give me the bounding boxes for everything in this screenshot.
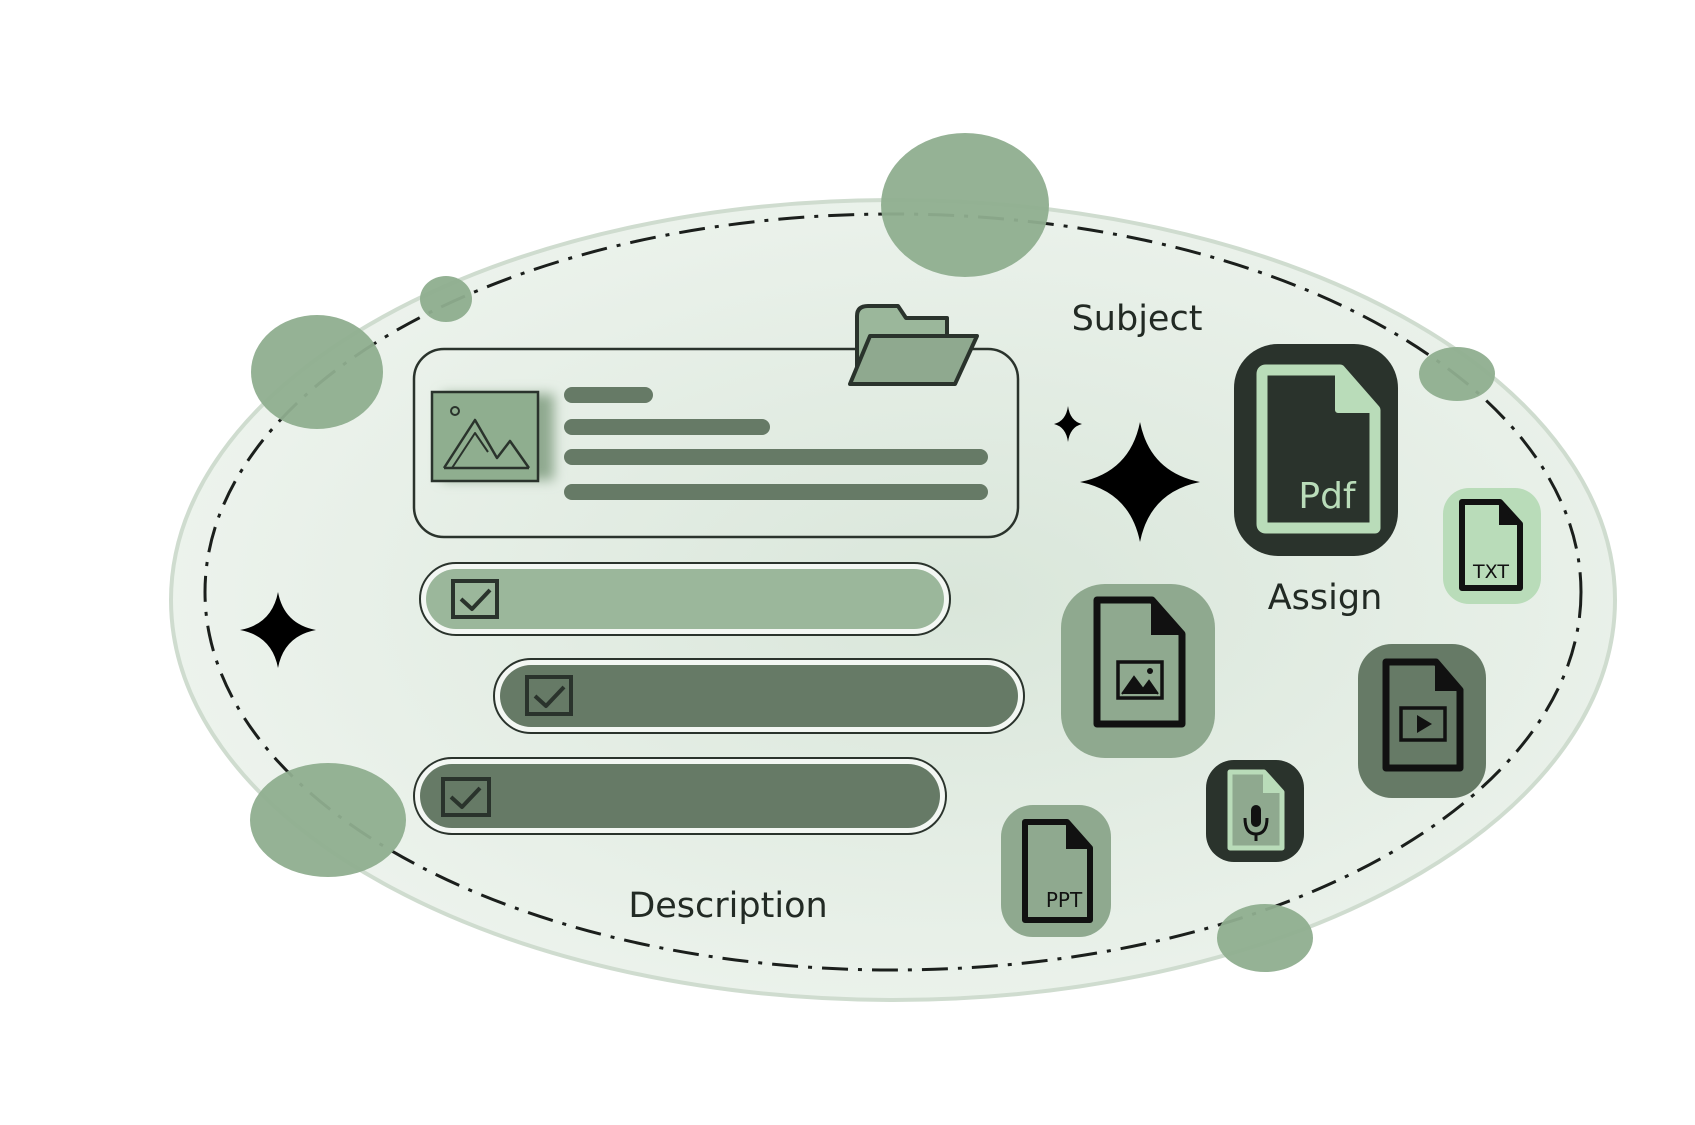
checklist: [413, 562, 1025, 835]
assign-label: Assign: [1268, 578, 1383, 618]
text-placeholder-lines: [564, 387, 988, 500]
content-card: [412, 304, 1020, 539]
subject-label: Subject: [1072, 299, 1203, 339]
blob-left-top: [251, 315, 383, 429]
checklist-item-1: [419, 562, 951, 636]
ppt-file-label: PPT: [1046, 888, 1083, 912]
card-frame: [412, 347, 1020, 539]
checkbox-icon: [441, 777, 491, 817]
sparkle-icon: [1054, 406, 1082, 442]
decorative-blobs: [250, 133, 1495, 972]
txt-file-icon: TXT: [1443, 488, 1541, 604]
checkbox-icon: [525, 675, 573, 716]
checklist-item-3: [413, 757, 947, 835]
pdf-file-label: Pdf: [1298, 476, 1357, 517]
blob-top: [881, 133, 1049, 277]
sparkle-icon: [240, 592, 316, 668]
video-file-icon: [1358, 644, 1486, 798]
description-label: Description: [628, 886, 827, 926]
sparkle-icon: [1080, 422, 1200, 542]
pdf-file-icon: Pdf: [1234, 344, 1398, 556]
blob-bottom-right: [1217, 904, 1313, 972]
audio-file-icon: [1206, 760, 1304, 862]
checklist-item-2: [493, 658, 1025, 734]
blob-right: [1419, 347, 1495, 401]
checkbox-icon: [451, 579, 499, 619]
image-icon: [430, 390, 554, 483]
txt-file-label: TXT: [1472, 561, 1509, 583]
blob-small-top: [420, 276, 472, 322]
ppt-file-icon: PPT: [1001, 805, 1111, 937]
image-file-icon: [1061, 584, 1215, 758]
folder-icon: [848, 304, 979, 386]
blob-left-bottom: [250, 763, 406, 877]
